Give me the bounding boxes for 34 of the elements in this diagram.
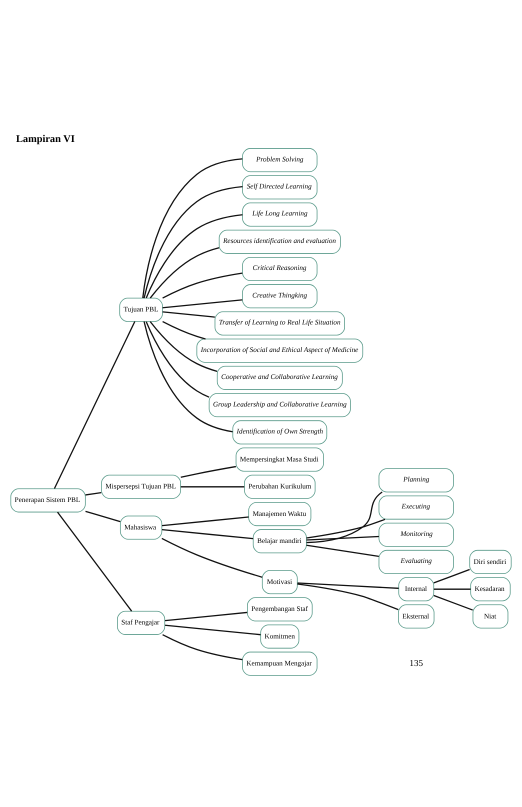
connector [143, 321, 233, 432]
connector [150, 321, 218, 372]
connector [162, 634, 242, 660]
label: 135 [409, 658, 424, 668]
connector [162, 529, 254, 540]
connector [306, 491, 383, 544]
connector [162, 516, 249, 526]
connector [85, 510, 120, 522]
connector [143, 186, 243, 298]
connector [146, 321, 210, 398]
connector [57, 512, 132, 612]
connector [162, 311, 215, 318]
connector [434, 568, 470, 584]
connector [162, 272, 242, 299]
connector [162, 538, 262, 578]
connector [164, 624, 261, 636]
connector [164, 612, 248, 622]
connector [142, 158, 242, 298]
connector [298, 582, 399, 589]
connector [306, 544, 379, 557]
connector [162, 299, 242, 308]
connector [297, 583, 399, 610]
connector [85, 492, 102, 496]
connector [306, 518, 386, 539]
connector [180, 486, 244, 488]
connector [54, 321, 136, 489]
connector [146, 214, 243, 298]
connector [150, 247, 220, 298]
connector [434, 588, 471, 590]
connector [180, 466, 236, 478]
connector [306, 536, 379, 541]
connector [434, 594, 473, 611]
diagram-title: Lampiran VI [16, 134, 75, 145]
connector [162, 321, 206, 340]
